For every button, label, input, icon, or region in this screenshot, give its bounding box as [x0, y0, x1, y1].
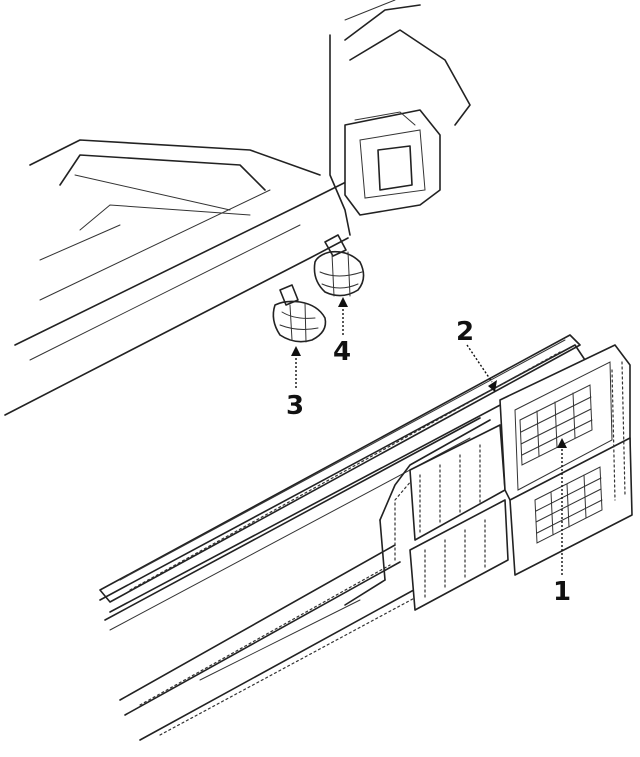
tail-lamp-bezel	[119, 419, 509, 741]
callout-1-label: 1	[553, 577, 571, 607]
socket-4-illustration	[313, 234, 365, 297]
body-quarter-panel	[4, 0, 471, 416]
callout-4: 4	[333, 297, 351, 367]
callout-4-label: 4	[333, 337, 351, 367]
callout-2: 2	[456, 317, 497, 392]
callout-3: 3	[286, 346, 304, 421]
part-2-trim-molding	[99, 334, 586, 631]
callout-3-label: 3	[286, 391, 304, 421]
callout-1: 1	[553, 438, 571, 607]
part-1-tail-lamp-lens	[499, 344, 633, 576]
callout-2-label: 2	[456, 317, 474, 347]
socket-3-illustration	[272, 284, 327, 343]
